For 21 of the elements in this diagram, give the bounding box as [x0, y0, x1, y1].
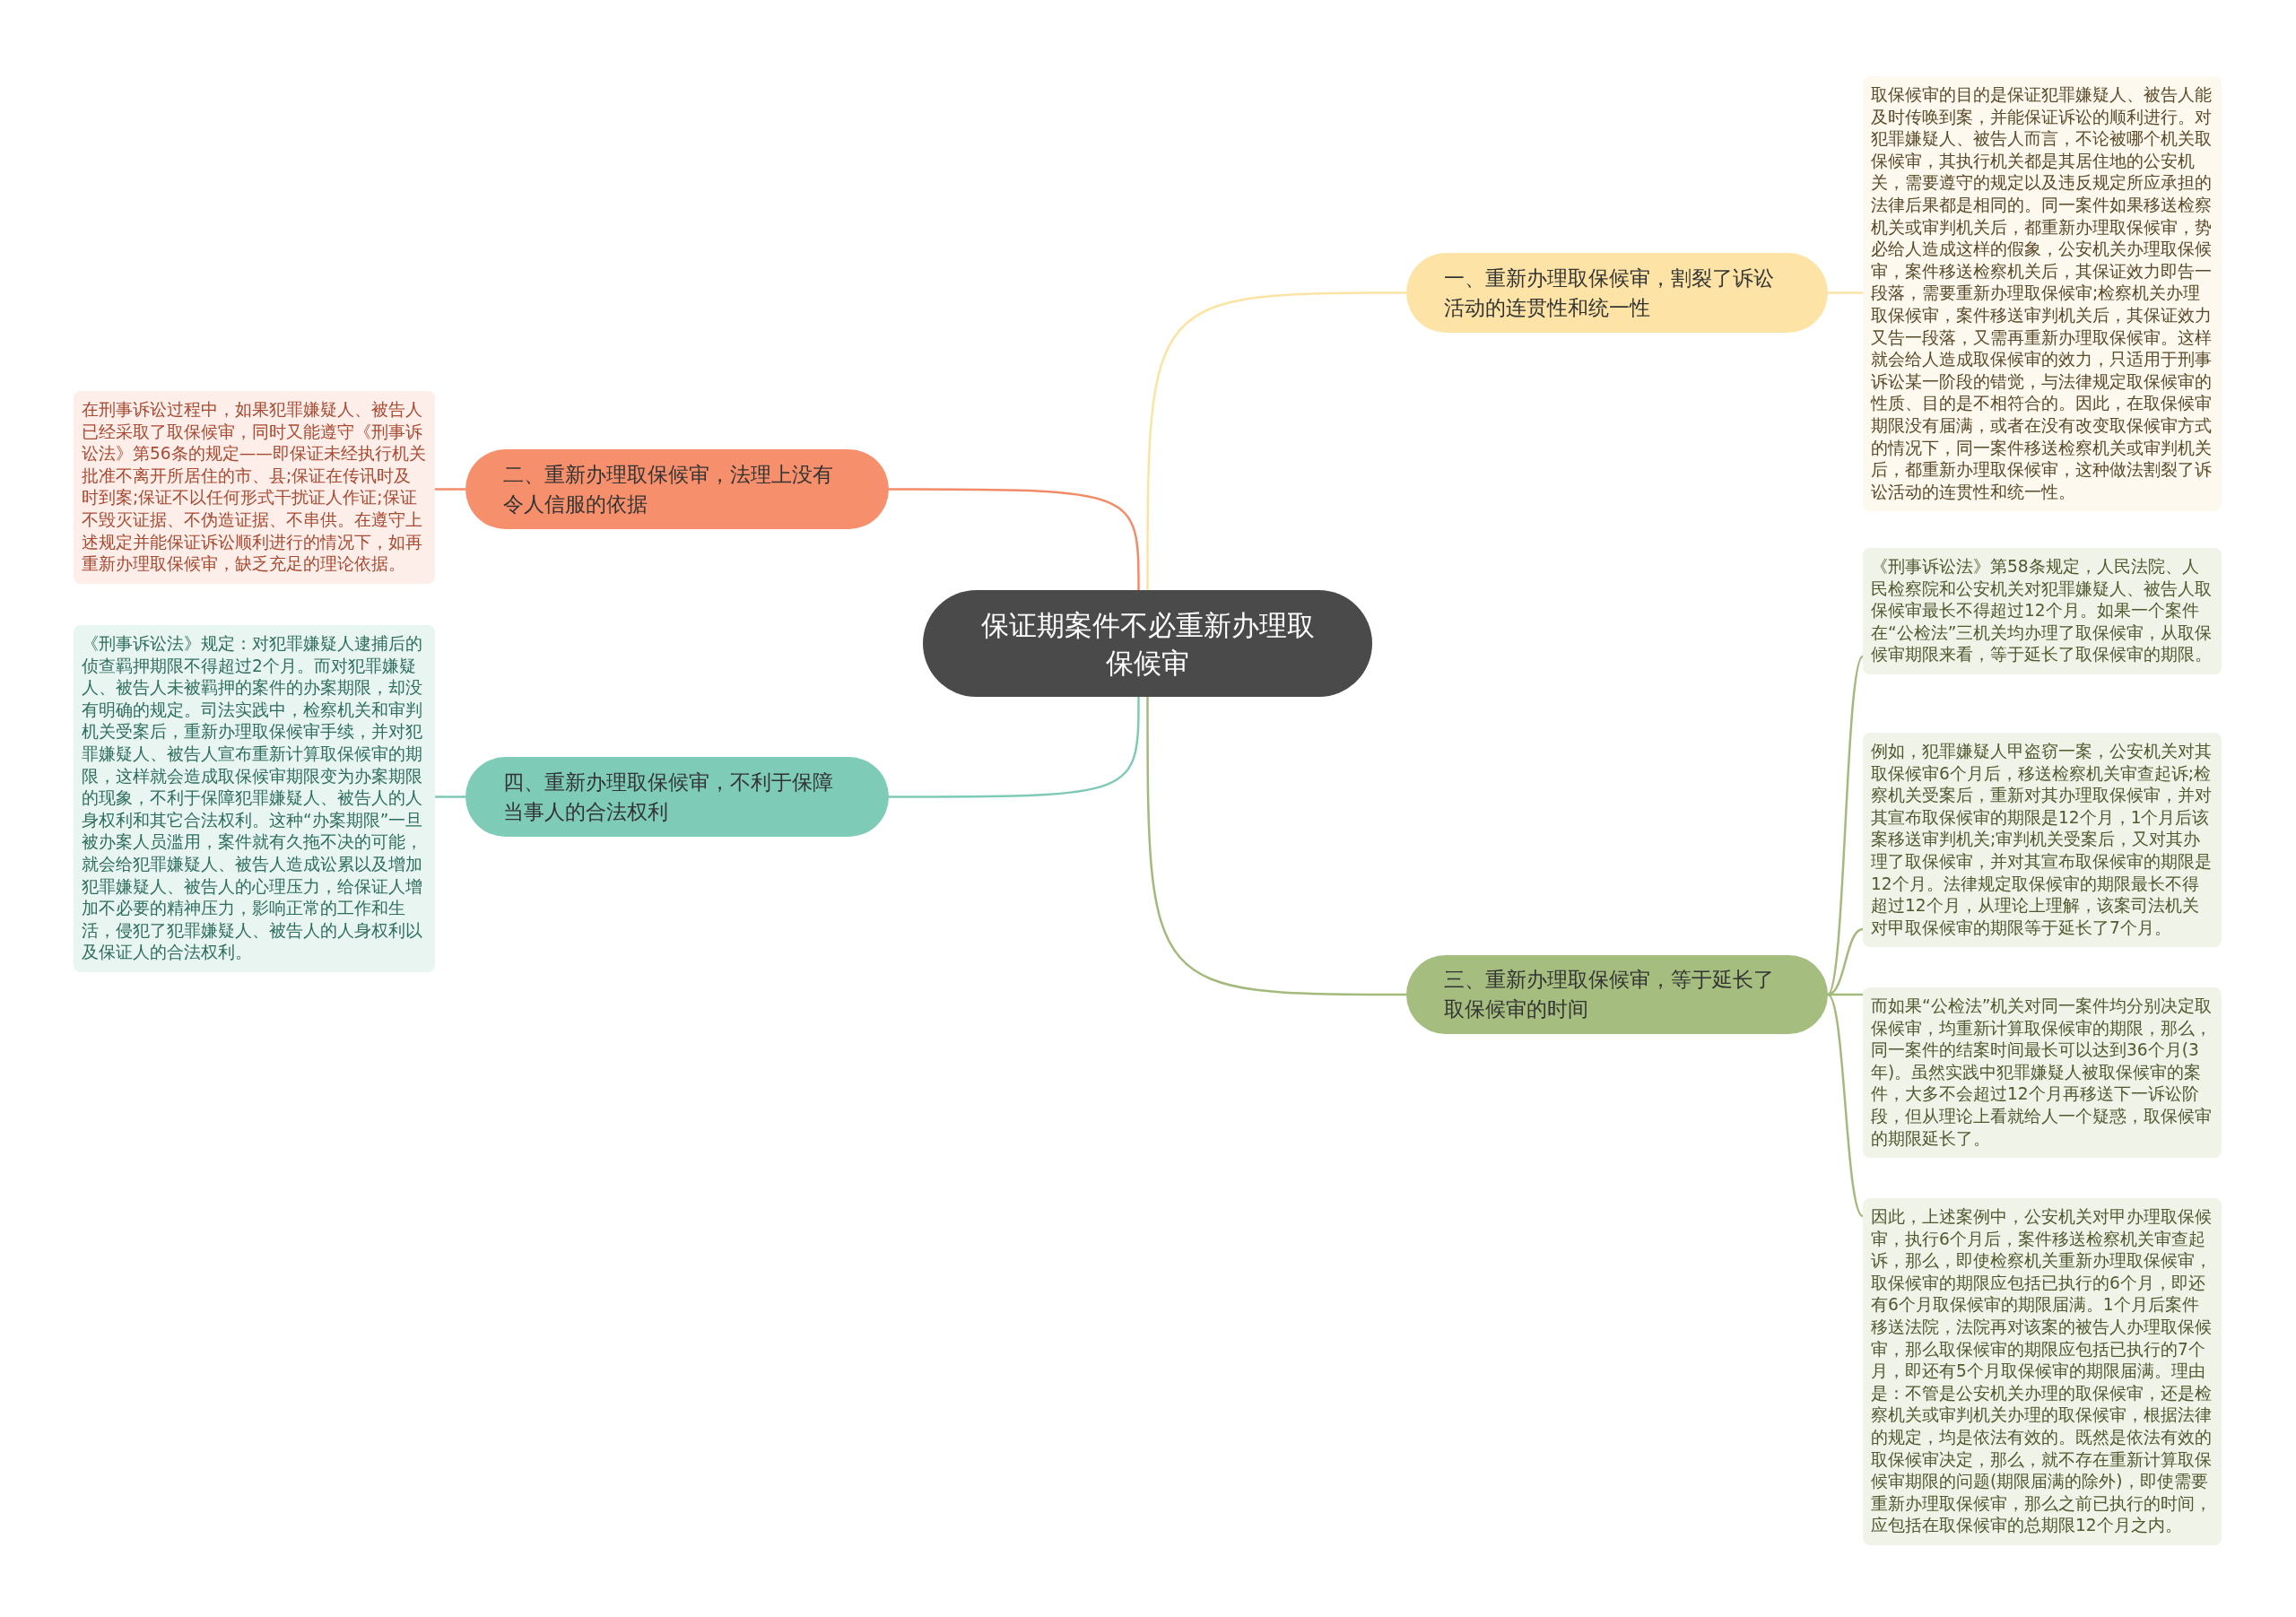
- note-card: 取保候审的目的是保证犯罪嫌疑人、被告人能及时传唤到案，并能保证诉讼的顺利进行。对犯罪嫌疑人、被告人而言，不论被哪个机关取保候审，其执行机关都是其居住地的公安机关，需要遵守的规定以及违反规定所应承担的法律后果都是相同的。同一案件如果移送检察机关或审判机关后，都重新办理取保候审，势必给人造成这样的假象，公安机关办理取保候审，案件移送检察机关后，其保证效力即告一段落，需要重新办理取保候审;检察机关办理取保候审，案件移送审判机关后，其保证效力又告一段落，又需再重新办理取保候审。这样就会给人造成取保候审的效力，只适用于刑事诉讼某一阶段的错觉，与法律规定取保候审的性质、目的是不相符合的。因此，在取保候审期限没有届满，或者在没有改变取保候审方式的情况下，同一案件移送检察机关或审判机关后，都重新办理取保候审，这种做法割裂了诉讼活动的连贯性和统一性。: [1863, 76, 2222, 512]
- note-card: 因此，上述案例中，公安机关对甲办理取保候审，执行6个月后，案件移送检察机关审查起诉，那么，即使检察机关重新办理取保候审，取保候审的期限应包括已执行的6个月，即还有6个月取保候审的期限届满。1个月后案件移送法院，法院再对该案的被告人办理取保候审，那么取保候审的期限应包括已执行的7个月，即还有5个月取保候审的期限届满。理由是：不管是公安机关办理的取保候审，还是检察机关或审判机关办理的取保候审，根据法律的规定，均是依法有效的。既然是依法有效的取保候审决定，那么，就不存在重新计算取保候审期限的问题(期限届满的除外)，即使需要重新办理取保候审，那么之前已执行的时间，应包括在取保候审的总期限12个月之内。: [1863, 1198, 2222, 1545]
- topic-pill: 一、重新办理取保候审，割裂了诉讼活动的连贯性和统一性: [1406, 253, 1828, 333]
- note-card: 例如，犯罪嫌疑人甲盗窃一案，公安机关对其取保候审6个月后，移送检察机关审查起诉;检察机关受案后，重新对其办理取保候审，并对其宣布取保候审的期限是12个月，1个月后该案移送审判机关;审判机关受案后，又对其办理了取保候审，并对其宣布取保候审的期限是12个月。法律规定取保候审的期限最长不得超过12个月，从理论上理解，该案司法机关对甲取保候审的期限等于延长了7个月。: [1863, 733, 2222, 948]
- connector-line: [889, 697, 1140, 798]
- connector-line: [889, 488, 1140, 590]
- central-topic: 保证期案件不必重新办理取保候审: [923, 590, 1372, 697]
- connector-line: [1828, 291, 1863, 294]
- connector-line: [1828, 993, 1863, 996]
- connector-line: [435, 488, 465, 491]
- connector-line: [1146, 291, 1406, 590]
- note-card: 而如果“公检法”机关对同一案件均分别决定取保候审，均重新计算取保候审的期限，那么，同一案件的结案时间最长可以达到36个月(3年)。虽然实践中犯罪嫌疑人被取保候审的案件，大多不会超过12个月再移送下一诉讼阶段，但从理论上看就给人一个疑惑，取保候审的期限延长了。: [1863, 987, 2222, 1159]
- topic-pill: 四、重新办理取保候审，不利于保障当事人的合法权利: [465, 757, 889, 837]
- topic-pill: 三、重新办理取保候审，等于延长了取保候审的时间: [1406, 955, 1828, 1034]
- note-card: 《刑事诉讼法》规定：对犯罪嫌疑人逮捕后的侦查羁押期限不得超过2个月。而对犯罪嫌疑人、被告人未被羁押的案件的办案期限，却没有明确的规定。司法实践中，检察机关和审判机关受案后，重新办理取保候审手续，并对犯罪嫌疑人、被告人宣布重新计算取保候审的期限，这样就会造成取保候审期限变为办案期限的现象，不利于保障犯罪嫌疑人、被告人的人身权利和其它合法权利。这种“办案期限”一旦被办案人员滥用，案件就有久拖不决的可能，就会给犯罪嫌疑人、被告人造成讼累以及增加犯罪嫌疑人、被告人的心理压力，给保证人增加不必要的精神压力，影响正常的工作和生活，侵犯了犯罪嫌疑人、被告人的人身权利以及保证人的合法权利。: [74, 625, 435, 972]
- connector-line: [1826, 656, 1865, 995]
- topic-pill: 二、重新办理取保候审，法理上没有令人信服的依据: [465, 449, 889, 529]
- connector-line: [1146, 697, 1406, 996]
- note-card: 《刑事诉讼法》第58条规定，人民法院、人民检察院和公安机关对犯罪嫌疑人、被告人取保候审最长不得超过12个月。如果一个案件在“公检法”三机关均办理了取保候审，从取保候审期限来看，等于延长了取保候审的期限。: [1863, 548, 2222, 674]
- note-card: 在刑事诉讼过程中，如果犯罪嫌疑人、被告人已经采取了取保候审，同时又能遵守《刑事诉讼法》第56条的规定——即保证未经执行机关批准不离开所居住的市、县;保证在传讯时及时到案;保证不以任何形式干扰证人作证;保证不毁灭证据、不伪造证据、不串供。在遵守上述规定并能保证诉讼顺利进行的情况下，如再重新办理取保候审，缺乏充足的理论依据。: [74, 391, 435, 584]
- connector-line: [1827, 994, 1864, 1217]
